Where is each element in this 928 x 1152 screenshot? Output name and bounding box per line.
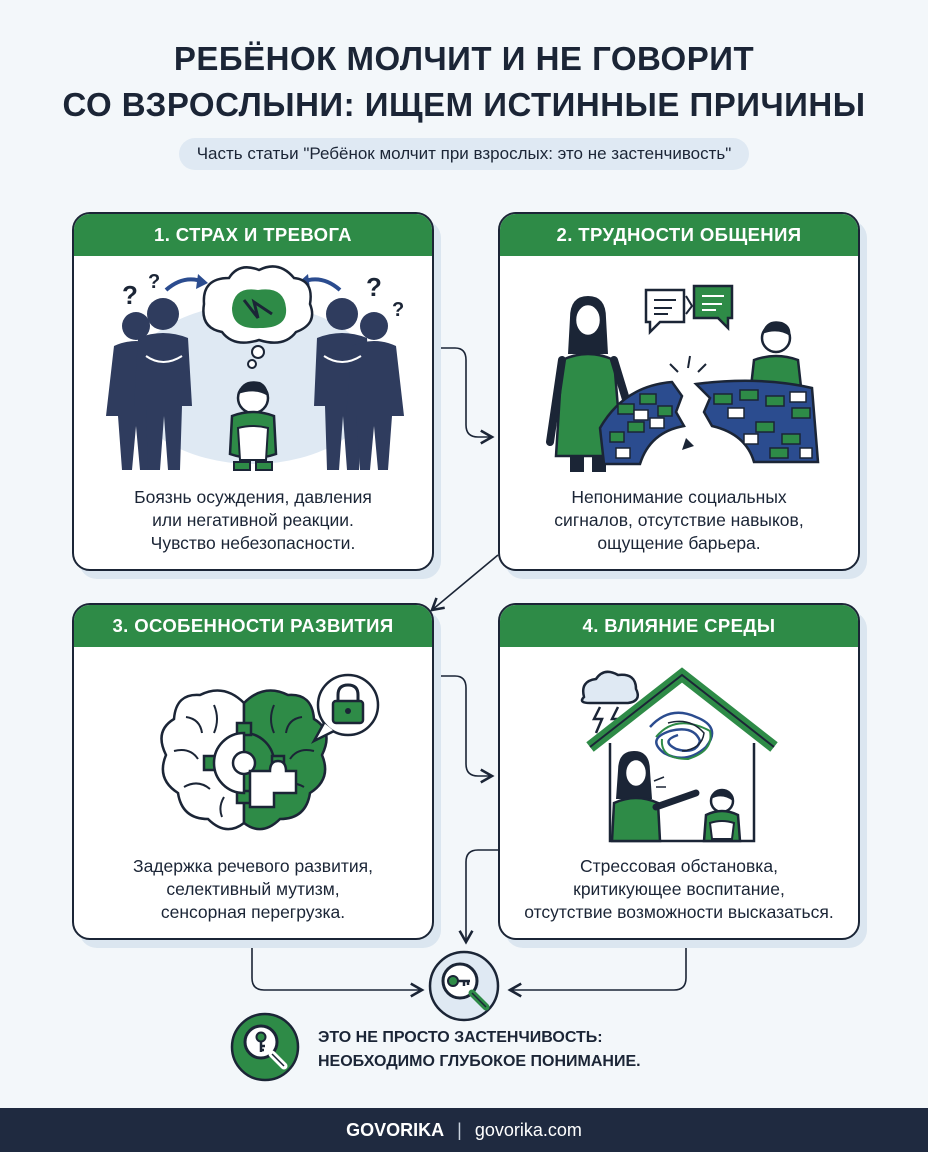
connector-4-to-center (507, 936, 687, 998)
broken-bridge-communication-icon (546, 284, 820, 472)
card-communication-difficulties: 2. ТРУДНОСТИ ОБЩЕНИЯ (498, 212, 860, 571)
key-magnifier-icon (428, 950, 500, 1022)
card-environment-influence: 4. ВЛИЯНИЕ СРЕДЫ (498, 603, 860, 940)
anxious-child-with-adults-icon: ? ? ? ? (106, 265, 404, 471)
connector-top-to-center (458, 849, 498, 945)
card-text-line: Непонимание социальных (571, 487, 787, 507)
card-text-line: критикующее воспитание, (573, 879, 785, 899)
card-description: Задержка речевого развития, селективный … (84, 855, 422, 924)
card-text-line: сигналов, отсутствие навыков, (554, 510, 804, 530)
card-title: 3. ОСОБЕННОСТИ РАЗВИТИЯ (74, 605, 432, 647)
magnifier-key-icon (230, 1012, 300, 1082)
page-title: РЕБЁНОК МОЛЧИТ И НЕ ГОВОРИТ СО ВЗРОСЛЫНИ… (0, 36, 928, 128)
svg-text:?: ? (122, 280, 138, 310)
card-text-line: сенсорная перегрузка. (160, 902, 346, 922)
card-text-line: Чувство небезопасности. (150, 533, 356, 553)
conclusion-text: ЭТО НЕ ПРОСТО ЗАСТЕНЧИВОСТЬ: НЕОБХОДИМО … (318, 1026, 641, 1074)
card-title: 1. СТРАХ И ТРЕВОГА (74, 214, 432, 256)
card-title: 2. ТРУДНОСТИ ОБЩЕНИЯ (500, 214, 858, 256)
title-line-1: РЕБЁНОК МОЛЧИТ И НЕ ГОВОРИТ (173, 40, 755, 77)
footer-brand: GOVORIKA (346, 1120, 445, 1140)
stressful-home-icon (580, 667, 778, 843)
svg-text:?: ? (148, 271, 160, 293)
card-text-line: Боязнь осуждения, давления (134, 487, 372, 507)
connector-3-to-center (251, 936, 425, 998)
card-title: 4. ВЛИЯНИЕ СРЕДЫ (500, 605, 858, 647)
brain-gear-lock-icon (160, 673, 380, 831)
card-description: Непонимание социальных сигналов, отсутст… (510, 486, 848, 555)
footer: GOVORIKA | govorika.com (0, 1108, 928, 1152)
conclusion-line-2: НЕОБХОДИМО ГЛУБОКОЕ ПОНИМАНИЕ. (318, 1053, 641, 1070)
connector-1-to-2 (430, 347, 495, 445)
card-text-line: ощущение барьера. (597, 533, 761, 553)
card-text-line: или негативной реакции. (152, 510, 354, 530)
card-text-line: Стрессовая обстановка, (580, 856, 778, 876)
card-description: Боязнь осуждения, давления или негативно… (84, 486, 422, 555)
connector-2-to-3 (430, 554, 499, 612)
card-text-line: Задержка речевого развития, (133, 856, 373, 876)
svg-text:?: ? (392, 299, 404, 321)
subtitle-wrap: Часть статьи "Ребёнок молчит при взрослы… (0, 138, 928, 170)
footer-url[interactable]: govorika.com (474, 1120, 582, 1140)
card-description: Стрессовая обстановка, критикующее воспи… (510, 855, 848, 924)
svg-text:?: ? (366, 272, 382, 302)
conclusion-line-1: ЭТО НЕ ПРОСТО ЗАСТЕНЧИВОСТЬ: (318, 1029, 603, 1046)
card-text-line: отсутствие возможности высказаться. (524, 902, 834, 922)
card-fear-anxiety: 1. СТРАХ И ТРЕВОГА ? ? ? ? (72, 212, 434, 571)
footer-separator: | (457, 1120, 462, 1140)
title-line-2: СО ВЗРОСЛЫНИ: ИЩЕМ ИСТИННЫЕ ПРИЧИНЫ (62, 86, 866, 123)
subtitle: Часть статьи "Ребёнок молчит при взрослы… (178, 138, 750, 170)
connector-3-to-4 (430, 675, 495, 784)
card-developmental-features: 3. ОСОБЕННОСТИ РАЗВИТИЯ (72, 603, 434, 940)
card-text-line: селективный мутизм, (166, 879, 340, 899)
